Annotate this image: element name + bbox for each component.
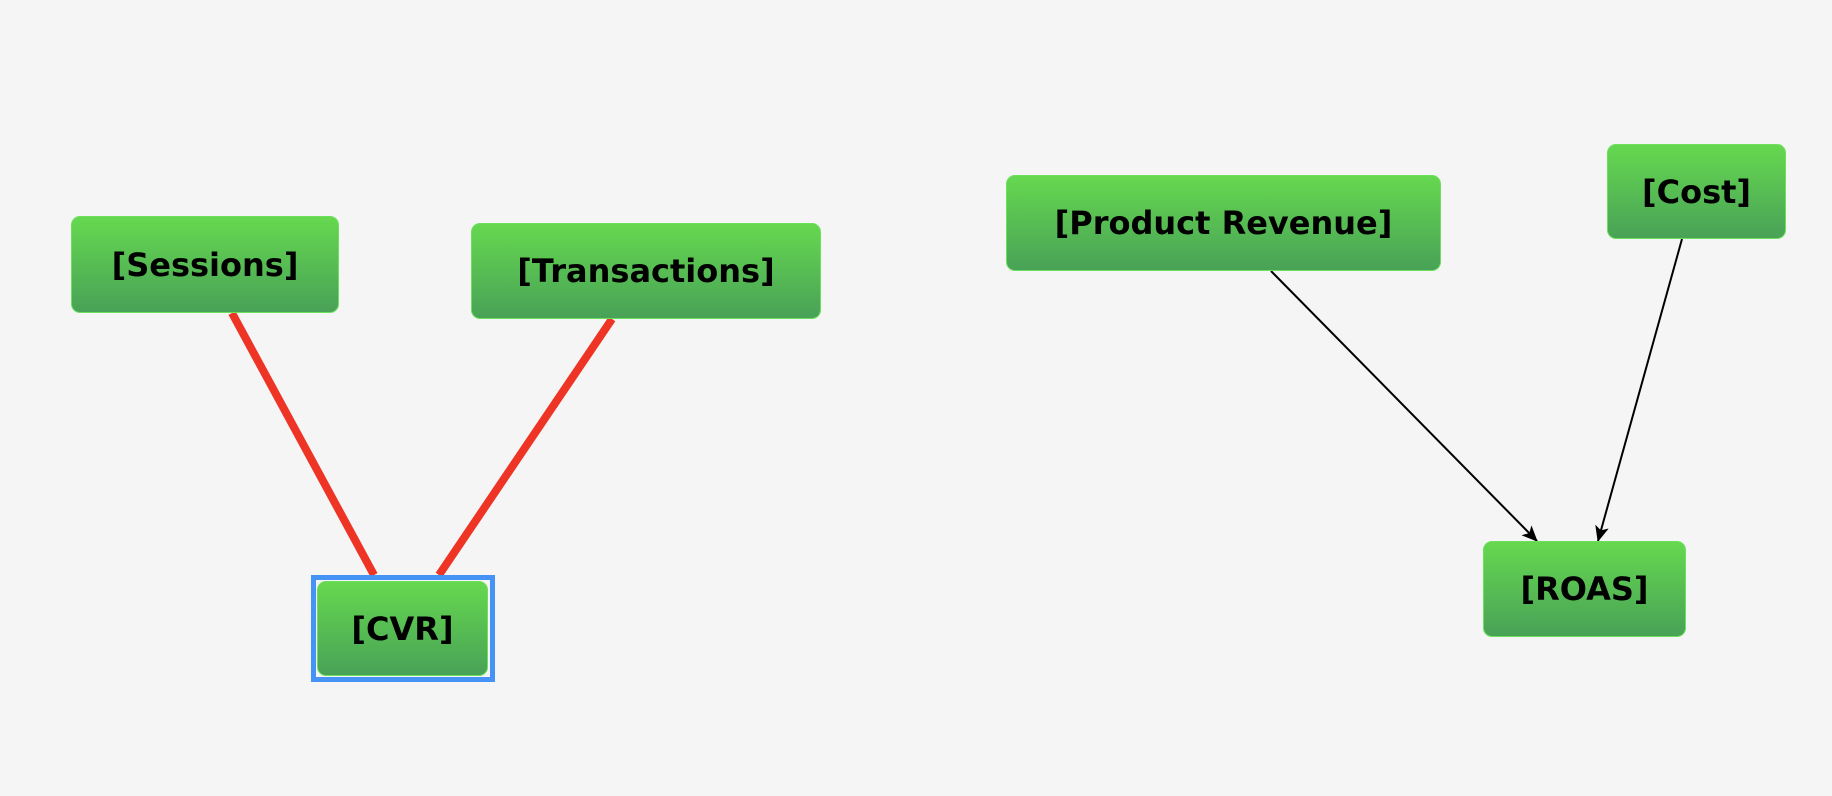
node-label: [Product Revenue] [1054,204,1393,242]
edge-transactions-to-cvr[interactable] [435,316,616,578]
node-label: [CVR] [351,609,454,648]
node-label: [Sessions] [111,245,299,284]
node-product-revenue[interactable]: [Product Revenue] [1006,175,1441,271]
selection-frame [311,575,495,682]
edge-sessions-to-cvr[interactable] [228,311,378,577]
node-roas[interactable]: [ROAS] [1483,541,1686,637]
node-sessions[interactable]: [Sessions] [71,216,339,313]
node-label: [Cost] [1641,172,1752,211]
node-transactions[interactable]: [Transactions] [471,223,821,319]
node-cost[interactable]: [Cost] [1607,144,1786,239]
node-label: [ROAS] [1520,570,1649,608]
node-cvr[interactable]: [CVR] [317,581,488,676]
node-label: [Transactions] [517,252,775,290]
edge-product-revenue-to-roas[interactable] [1270,270,1538,542]
edge-cost-to-roas[interactable] [1595,238,1683,542]
